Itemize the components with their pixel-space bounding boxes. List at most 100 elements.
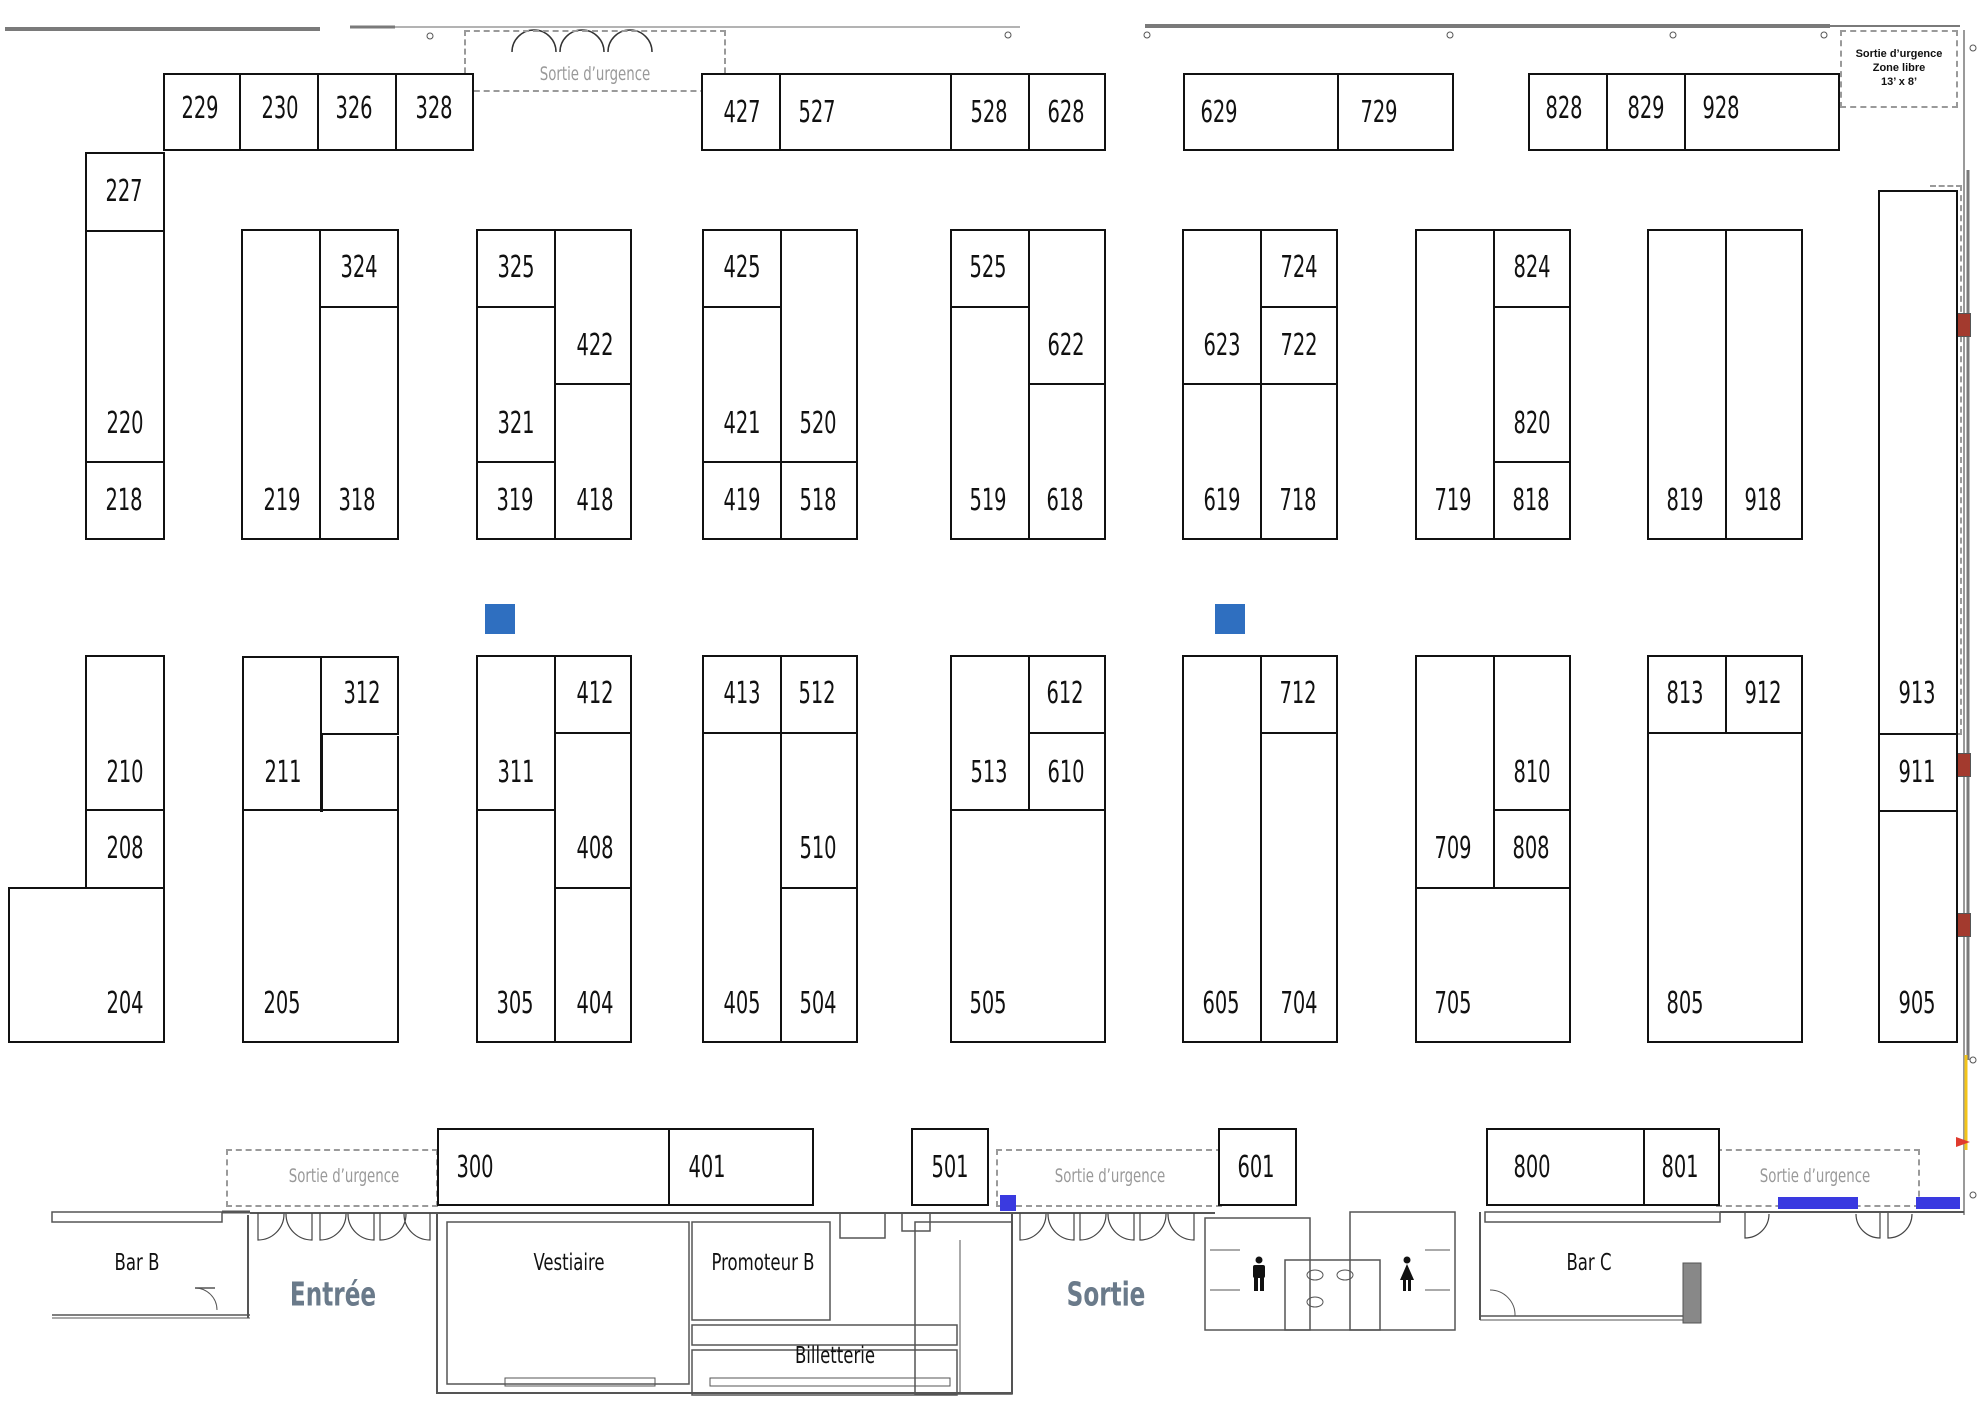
booth-205-notch	[322, 736, 399, 812]
booth-712[interactable]	[1260, 655, 1338, 734]
booth-628[interactable]	[1028, 73, 1106, 151]
booth-label: 623	[1203, 328, 1241, 363]
booth-319[interactable]	[476, 461, 556, 540]
booth-520[interactable]	[780, 229, 858, 463]
booth-211[interactable]	[242, 656, 322, 811]
booth-312[interactable]	[320, 656, 399, 735]
booth-808[interactable]	[1493, 809, 1571, 889]
booth-220[interactable]	[85, 230, 165, 463]
booth-218[interactable]	[85, 461, 165, 540]
booth-718[interactable]	[1260, 383, 1338, 540]
booth-729[interactable]	[1337, 73, 1454, 151]
booth-label: 401	[688, 1150, 726, 1185]
booth-321[interactable]	[476, 306, 556, 463]
booth-205[interactable]	[242, 809, 399, 1043]
booth-305[interactable]	[476, 809, 556, 1043]
booth-401[interactable]	[668, 1128, 814, 1206]
booth-911[interactable]	[1878, 733, 1958, 812]
booth-422[interactable]	[554, 229, 632, 385]
booth-label: 220	[106, 406, 144, 441]
room-bar-b: Bar B	[114, 1250, 160, 1276]
booth-801[interactable]	[1643, 1128, 1720, 1206]
booth-204[interactable]	[8, 887, 165, 1043]
booth-709[interactable]	[1415, 655, 1495, 889]
booth-label: 513	[970, 755, 1008, 790]
booth-label: 820	[1513, 406, 1551, 441]
booth-800[interactable]	[1486, 1128, 1645, 1206]
exit-bar-3	[1916, 1197, 1960, 1209]
booth-819[interactable]	[1647, 229, 1727, 540]
booth-418[interactable]	[554, 383, 632, 540]
booth-label: 300	[456, 1150, 494, 1185]
booth-419[interactable]	[702, 461, 782, 540]
booth-704[interactable]	[1260, 732, 1338, 1043]
booth-326[interactable]	[317, 73, 397, 151]
booth-828[interactable]	[1528, 73, 1608, 151]
emergency-label-top: Sortie d’urgence	[539, 63, 651, 85]
booth-829[interactable]	[1606, 73, 1686, 151]
booth-805[interactable]	[1647, 732, 1803, 1043]
booth-425[interactable]	[702, 229, 782, 308]
booth-905[interactable]	[1878, 810, 1958, 1043]
booth-601[interactable]	[1218, 1128, 1297, 1206]
booth-label: 518	[799, 483, 837, 518]
booth-504[interactable]	[780, 887, 858, 1043]
booth-label: 729	[1360, 95, 1398, 130]
booth-912[interactable]	[1725, 655, 1803, 734]
booth-300[interactable]	[437, 1128, 670, 1206]
booth-605[interactable]	[1182, 655, 1262, 1043]
booth-label: 328	[415, 91, 453, 126]
booth-519[interactable]	[950, 306, 1030, 540]
booth-label: 610	[1047, 755, 1085, 790]
booth-724[interactable]	[1260, 229, 1338, 308]
booth-label: 724	[1280, 250, 1318, 285]
booth-505[interactable]	[950, 809, 1106, 1043]
booth-label: 425	[723, 250, 761, 285]
man-restroom-icon	[1253, 1256, 1265, 1291]
booth-328[interactable]	[395, 73, 474, 151]
booth-label: 312	[343, 676, 381, 711]
booth-722[interactable]	[1260, 306, 1338, 385]
booth-510[interactable]	[780, 732, 858, 889]
booth-512[interactable]	[780, 655, 858, 734]
booth-404[interactable]	[554, 887, 632, 1043]
booth-229[interactable]	[163, 73, 241, 151]
emergency-zone-top-right	[1840, 30, 1958, 108]
booth-525[interactable]	[950, 229, 1030, 308]
booth-408[interactable]	[554, 732, 632, 889]
booth-528[interactable]	[950, 73, 1030, 151]
booth-813[interactable]	[1647, 655, 1727, 734]
booth-label: 229	[181, 91, 219, 126]
booth-label: 618	[1046, 483, 1084, 518]
booth-618[interactable]	[1028, 383, 1106, 540]
booth-label: 418	[576, 483, 614, 518]
booth-810[interactable]	[1493, 655, 1571, 811]
booth-705[interactable]	[1415, 887, 1571, 1043]
booth-820[interactable]	[1493, 306, 1571, 463]
booth-421[interactable]	[702, 306, 782, 463]
booth-818[interactable]	[1493, 461, 1571, 540]
booth-label: 801	[1661, 1150, 1699, 1185]
booth-610[interactable]	[1028, 732, 1106, 811]
booth-311[interactable]	[476, 655, 556, 811]
booth-label: 527	[798, 95, 836, 130]
emergency-label-bottom-2: Sortie d’urgence	[1054, 1165, 1166, 1187]
free-zone-note-line2: Zone libre	[1872, 62, 1926, 74]
booth-227[interactable]	[85, 152, 165, 232]
booth-318[interactable]	[319, 306, 399, 540]
booth-619[interactable]	[1182, 383, 1262, 540]
booth-label: 913	[1898, 676, 1936, 711]
booth-219[interactable]	[241, 229, 321, 540]
booth-324[interactable]	[319, 229, 399, 308]
booth-918[interactable]	[1725, 229, 1803, 540]
booth-518[interactable]	[780, 461, 858, 540]
free-zone-note-line3: 13’ x 8’	[1880, 76, 1918, 88]
booth-427[interactable]	[701, 73, 781, 151]
booth-501[interactable]	[911, 1128, 989, 1206]
booth-913[interactable]	[1878, 190, 1958, 735]
booth-label: 718	[1279, 483, 1317, 518]
booth-928[interactable]	[1684, 73, 1840, 151]
room-billetterie: Billetterie	[794, 1343, 876, 1369]
booth-210[interactable]	[85, 655, 165, 811]
booth-label: 427	[723, 95, 761, 130]
